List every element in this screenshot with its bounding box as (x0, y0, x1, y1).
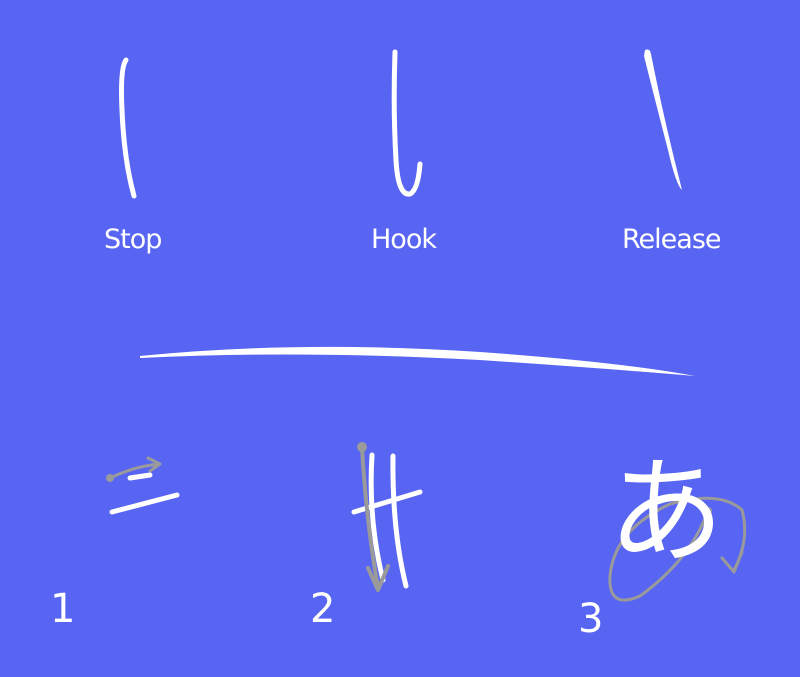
horizontal-stroke (140, 346, 695, 376)
release-stroke (644, 49, 682, 190)
stop-label: Stop (104, 224, 162, 255)
release-label: Release (622, 224, 721, 255)
step-number-two: 2 (310, 586, 336, 632)
hook-label: Hook (371, 224, 437, 255)
stop-stroke (119, 57, 137, 199)
step-number-three: 3 (578, 596, 604, 642)
example-two-stroke-right (390, 453, 409, 589)
example-one-stroke-top (127, 472, 153, 481)
hook-stroke (391, 49, 423, 197)
step-number-one: 1 (50, 586, 76, 632)
kana-a-character: あ (608, 445, 724, 580)
example-two-direction-arrow (360, 445, 390, 592)
example-three-direction-arrow (608, 496, 747, 602)
example-one-stroke-bottom (109, 492, 180, 515)
example-two-stroke-left (368, 452, 386, 583)
example-one-direction-arrow (108, 456, 162, 480)
